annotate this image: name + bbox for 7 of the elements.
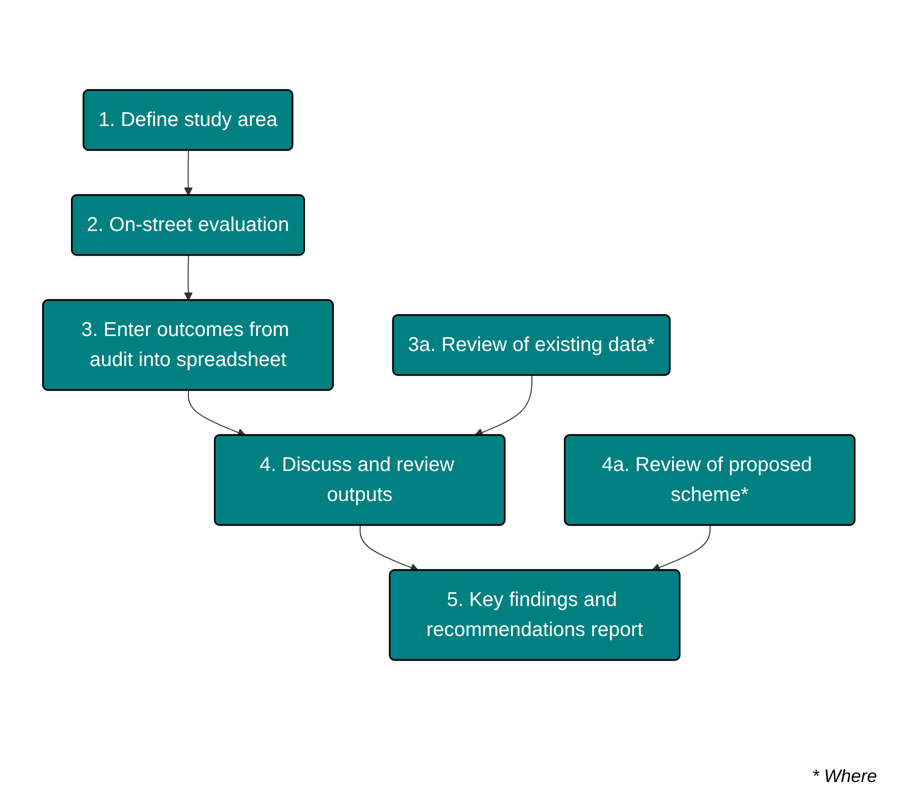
arrow: [184, 255, 192, 301]
arrow: [188, 390, 246, 437]
arrow: [359, 525, 419, 572]
arrow: [651, 525, 710, 572]
arrow: [474, 375, 532, 437]
arrow: [184, 150, 192, 196]
footnote: * Where: [812, 766, 877, 787]
